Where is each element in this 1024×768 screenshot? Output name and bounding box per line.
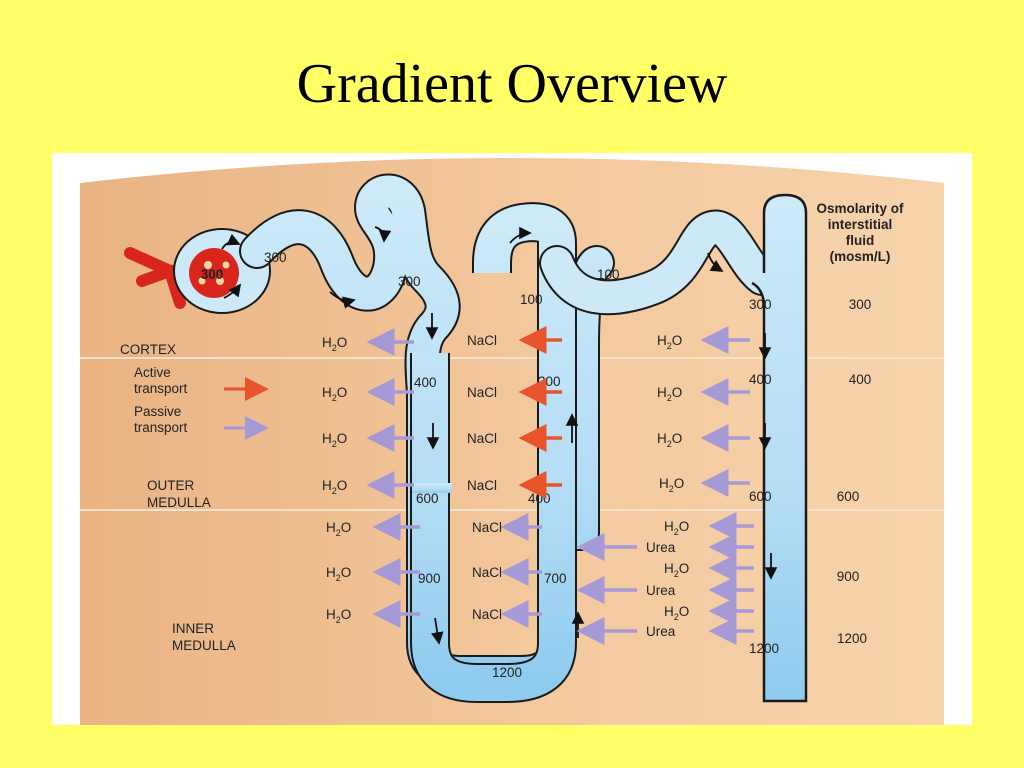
value-loop-1200: 1200 (492, 665, 522, 680)
svg-text:NaCl: NaCl (467, 385, 497, 400)
svg-text:Urea: Urea (646, 540, 676, 555)
value-asc-400: 400 (528, 491, 551, 506)
value-asc-100: 100 (520, 292, 543, 307)
ascending-salt-arrows (500, 326, 562, 628)
nephron-svg: Active transport Passive transport CORTE… (52, 153, 972, 725)
value-cd-400: 400 (749, 372, 772, 387)
value-asc-700: 700 (544, 571, 567, 586)
legend-active-label: Active (134, 365, 171, 380)
osmolarity-header: Osmolarity of (816, 201, 904, 216)
svg-text:H2O: H2O (322, 478, 347, 496)
svg-text:H2O: H2O (657, 385, 682, 403)
svg-text:H2O: H2O (657, 431, 682, 449)
value-glomerulus: 300 (201, 267, 224, 282)
svg-text:NaCl: NaCl (467, 431, 497, 446)
svg-text:Urea: Urea (646, 624, 676, 639)
page-title: Gradient Overview (296, 53, 728, 115)
collecting-labels: H2O H2O H2O H2O H2O H2O H2O Urea Urea Ur… (646, 333, 689, 639)
svg-text:Urea: Urea (646, 583, 676, 598)
value-desc-900: 900 (418, 571, 441, 586)
value-asc-200: 200 (538, 374, 561, 389)
svg-text:transport: transport (134, 381, 188, 396)
svg-text:H2O: H2O (326, 520, 351, 538)
svg-text:H2O: H2O (664, 561, 689, 579)
nephron-diagram: Active transport Passive transport CORTE… (52, 153, 972, 725)
svg-text:H2O: H2O (322, 385, 347, 403)
descending-water-arrows (366, 328, 420, 628)
svg-text:MEDULLA: MEDULLA (147, 495, 211, 510)
osmolarity-400: 400 (849, 372, 872, 387)
svg-text:fluid: fluid (846, 233, 875, 248)
svg-text:H2O: H2O (659, 476, 684, 494)
ascending-salt-labels: NaCl NaCl NaCl NaCl NaCl NaCl NaCl (467, 333, 502, 622)
svg-text:transport: transport (134, 420, 188, 435)
svg-text:interstitial: interstitial (828, 217, 893, 232)
svg-text:H2O: H2O (664, 519, 689, 537)
svg-text:NaCl: NaCl (467, 478, 497, 493)
svg-text:NaCl: NaCl (472, 607, 502, 622)
svg-text:H2O: H2O (657, 333, 682, 351)
osmolarity-600: 600 (837, 489, 860, 504)
collecting-water-arrows (576, 326, 754, 645)
svg-text:NaCl: NaCl (472, 520, 502, 535)
value-cd-1200: 1200 (749, 641, 779, 656)
osmolarity-900: 900 (837, 569, 860, 584)
legend-passive-label: Passive (134, 404, 181, 419)
descending-water-labels: H2O H2O H2O H2O H2O H2O H2O (322, 335, 351, 625)
svg-text:NaCl: NaCl (467, 333, 497, 348)
value-cd-300: 300 (749, 297, 772, 312)
value-proximal: 300 (264, 250, 287, 265)
value-distal-100: 100 (597, 267, 620, 282)
svg-text:(mosm/L): (mosm/L) (830, 249, 891, 264)
value-desc-400: 400 (414, 375, 437, 390)
osmolarity-1200: 1200 (837, 631, 867, 646)
value-desc-600: 600 (416, 491, 439, 506)
osmolarity-300: 300 (849, 297, 872, 312)
svg-text:MEDULLA: MEDULLA (172, 638, 236, 653)
region-outer-medulla: OUTER (147, 478, 195, 493)
glomerulus (189, 248, 239, 298)
value-cd-600: 600 (749, 489, 772, 504)
value-proximal-lower: 300 (398, 274, 421, 289)
region-cortex: CORTEX (120, 342, 176, 357)
svg-text:NaCl: NaCl (472, 565, 502, 580)
svg-text:H2O: H2O (326, 565, 351, 583)
svg-text:H2O: H2O (326, 607, 351, 625)
svg-text:H2O: H2O (664, 604, 689, 622)
region-inner-medulla: INNER (172, 621, 214, 636)
svg-text:H2O: H2O (322, 431, 347, 449)
svg-text:H2O: H2O (322, 335, 347, 353)
